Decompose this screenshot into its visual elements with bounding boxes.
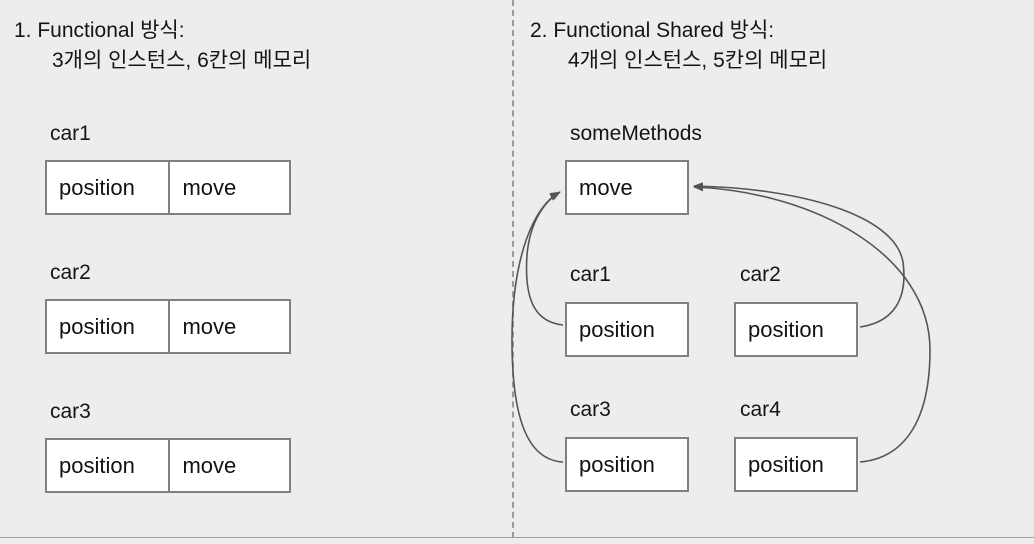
right-object-label-car4: car4 — [740, 398, 781, 421]
left-panel-title: 1. Functional 방식: 3개의 인스턴스, 6칸의 메모리 — [14, 16, 311, 76]
left-memory-box-car3: position move — [45, 438, 291, 493]
left-memory-box-car2: position move — [45, 299, 291, 354]
left-memory-box-car1: position move — [45, 160, 291, 215]
bottom-rule — [0, 537, 1034, 538]
right-panel-title-line2: 4개의 인스턴스, 5칸의 메모리 — [568, 49, 828, 72]
panel-divider — [512, 0, 514, 538]
right-memory-box-somemethods: move — [565, 160, 689, 215]
right-object-label-somemethods: someMethods — [570, 122, 702, 145]
left-panel-title-line2: 3개의 인스턴스, 6칸의 메모리 — [52, 49, 312, 72]
right-panel-title: 2. Functional Shared 방식: 4개의 인스턴스, 5칸의 메… — [530, 16, 827, 76]
memory-cell-position: position — [59, 174, 135, 200]
left-object-label-car1: car1 — [50, 122, 91, 145]
right-object-label-car2: car2 — [740, 263, 781, 286]
memory-cell-move: move — [168, 301, 289, 352]
arrow-car3-to-move — [511, 192, 564, 463]
memory-cell-move: move — [579, 174, 633, 200]
right-memory-box-car3: position — [565, 437, 689, 492]
memory-cell-move: move — [168, 440, 289, 491]
memory-cell-position: position — [59, 452, 135, 478]
left-object-label-car3: car3 — [50, 400, 91, 423]
memory-cell-position: position — [59, 313, 135, 339]
memory-cell-position: position — [748, 451, 824, 477]
right-object-label-car1: car1 — [570, 263, 611, 286]
left-object-label-car2: car2 — [50, 261, 91, 284]
right-panel-title-line1: 2. Functional Shared 방식: — [530, 19, 775, 42]
arrow-car1-to-move — [525, 191, 564, 326]
right-object-label-car3: car3 — [570, 398, 611, 421]
memory-cell-position: position — [748, 316, 824, 342]
memory-cell-position: position — [579, 451, 655, 477]
right-memory-box-car1: position — [565, 302, 689, 357]
memory-cell-move: move — [168, 162, 289, 213]
memory-cell-position: position — [579, 316, 655, 342]
left-panel-title-line1: 1. Functional 방식: — [14, 19, 185, 42]
right-memory-box-car2: position — [734, 302, 858, 357]
right-memory-box-car4: position — [734, 437, 858, 492]
